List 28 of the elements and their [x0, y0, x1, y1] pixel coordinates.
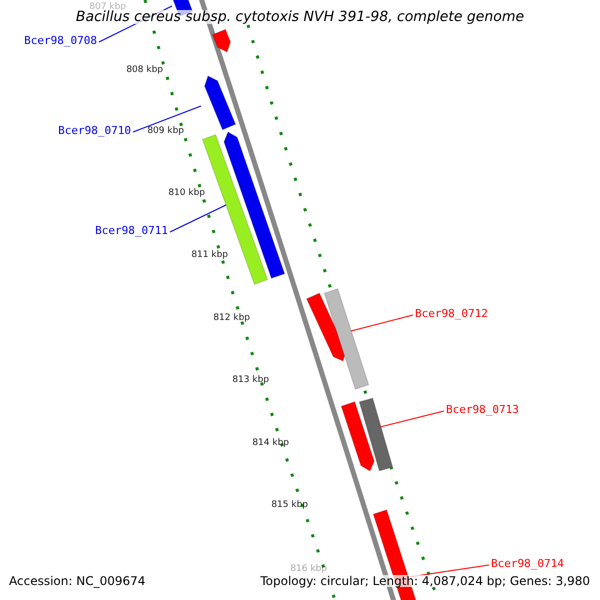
gene-label: Bcer98_0710	[58, 125, 131, 136]
gene-segment	[212, 28, 232, 53]
accession-text: Accession: NC_009674	[9, 575, 146, 587]
gene-segment	[204, 75, 236, 130]
gene-label: Bcer98_0714	[491, 558, 564, 569]
scale-label: 815 kbp	[271, 501, 308, 510]
leader-line	[380, 410, 444, 428]
leader-line	[350, 314, 414, 332]
scale-label: 810 kbp	[168, 189, 205, 198]
scale-label: 809 kbp	[147, 127, 184, 136]
scale-label: 813 kbp	[232, 376, 269, 385]
leader-line	[132, 106, 202, 132]
gene-label: Bcer98_0711	[95, 225, 168, 236]
scale-label: 812 kbp	[213, 314, 250, 323]
gene-label: Bcer98_0708	[24, 35, 97, 46]
gene-segment	[358, 397, 394, 472]
scale-label: 811 kbp	[191, 251, 228, 260]
genome-summary-text: Topology: circular; Length: 4,087,024 bp; Genes: 3,980	[260, 575, 590, 587]
gene-label: Bcer98_0713	[446, 404, 519, 415]
scale-label: 814 kbp	[252, 439, 289, 448]
gene-segment	[324, 288, 370, 390]
map-title: Bacillus cereus subsp. cytotoxis NVH 391-98, complete genome	[76, 10, 524, 24]
scale-label: 808 kbp	[126, 66, 163, 75]
gene-segment	[306, 292, 347, 362]
gene-label: Bcer98_0712	[415, 308, 488, 319]
leader-line	[170, 204, 226, 232]
scale-label: 816 kbp	[290, 565, 327, 574]
gene-segment	[340, 401, 375, 472]
